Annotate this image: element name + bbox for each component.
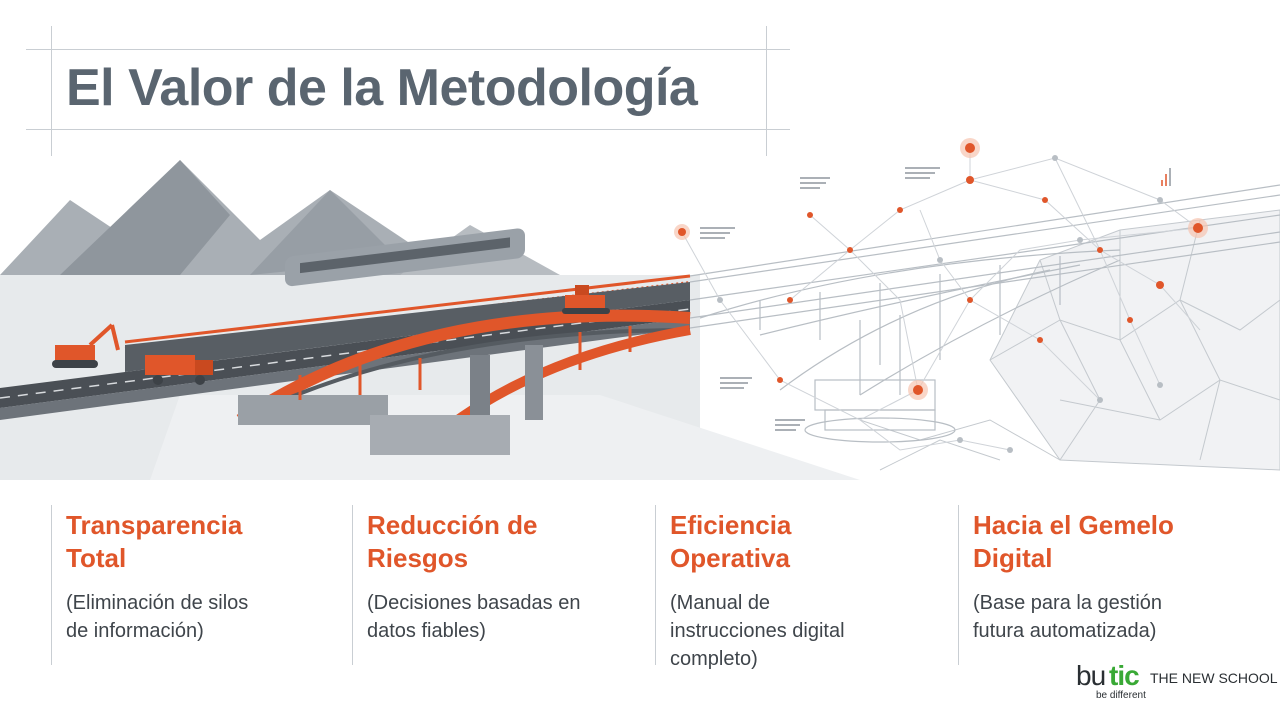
title-guide-line-left <box>51 26 52 156</box>
logo-brand-part1: bu <box>1076 660 1106 691</box>
feature-description-line: datos fiables) <box>367 620 486 642</box>
feature-column-gemelo-digital: Hacia el Gemelo Digital (Base para la ge… <box>958 505 1228 665</box>
feature-heading-line: Total <box>66 543 127 573</box>
feature-heading-line: Reducción de <box>367 510 538 540</box>
column-divider <box>958 505 959 665</box>
butic-logo: bu tic THE NEW SCHOOL be different <box>1076 660 1278 704</box>
feature-heading-line: Digital <box>973 543 1053 573</box>
slide-title: El Valor de la Metodología <box>66 59 698 117</box>
logo-school-name: THE NEW SCHOOL <box>1150 670 1278 686</box>
column-divider <box>352 505 353 665</box>
feature-description-line: (Manual de <box>670 592 771 614</box>
logo-brand-part2: tic <box>1109 660 1140 691</box>
feature-heading: Eficiencia Operativa <box>670 509 920 575</box>
feature-column-eficiencia: Eficiencia Operativa (Manual de instrucc… <box>655 505 925 670</box>
bridge-physical <box>0 228 691 455</box>
feature-description: (Decisiones basadas en datos fiables) <box>367 589 622 645</box>
feature-description-line: (Decisiones basadas en <box>367 592 581 614</box>
feature-description-line: (Eliminación de silos <box>66 592 249 614</box>
title-guide-line-bottom <box>26 129 790 130</box>
feature-column-reduccion: Reducción de Riesgos (Decisiones basadas… <box>352 505 622 665</box>
column-divider <box>51 505 52 665</box>
digital-terrain-wireframe <box>859 209 1280 471</box>
bridge-wireframe <box>689 184 1280 443</box>
feature-heading-line: Transparencia <box>66 510 243 540</box>
feature-description-line: instrucciones digital <box>670 620 845 642</box>
feature-heading: Transparencia Total <box>66 509 316 575</box>
feature-heading-line: Operativa <box>670 543 790 573</box>
data-panel-glyphs <box>700 167 1171 431</box>
feature-heading: Reducción de Riesgos <box>367 509 617 575</box>
dump-truck-graphic <box>145 355 213 385</box>
train-graphic <box>285 228 525 287</box>
feature-heading-line: Hacia el Gemelo <box>973 510 1174 540</box>
data-network-nodes <box>674 138 1208 453</box>
column-divider <box>655 505 656 665</box>
feature-column-transparencia: Transparencia Total (Eliminación de silo… <box>51 505 321 665</box>
logo-tagline: be different <box>1096 690 1146 701</box>
title-guide-line-right <box>766 26 767 156</box>
feature-heading: Hacia el Gemelo Digital <box>973 509 1223 575</box>
feature-description-line: de información) <box>66 620 204 642</box>
feature-description: (Base para la gestión futura automatizad… <box>973 589 1228 645</box>
feature-description-line: (Base para la gestión <box>973 592 1163 614</box>
excavator-graphic <box>52 323 120 368</box>
feature-heading-line: Eficiencia <box>670 510 792 540</box>
mountains-graphic <box>0 160 560 275</box>
feature-description: (Eliminación de silos de información) <box>66 589 321 645</box>
feature-heading-line: Riesgos <box>367 543 469 573</box>
feature-description-line: completo) <box>670 648 758 670</box>
feature-description: (Manual de instrucciones digital complet… <box>670 589 925 673</box>
feature-description-line: futura automatizada) <box>973 620 1157 642</box>
bridge-digital-twin-illustration <box>0 138 1280 480</box>
bulldozer-graphic <box>562 285 610 314</box>
title-guide-line-top <box>26 49 790 50</box>
